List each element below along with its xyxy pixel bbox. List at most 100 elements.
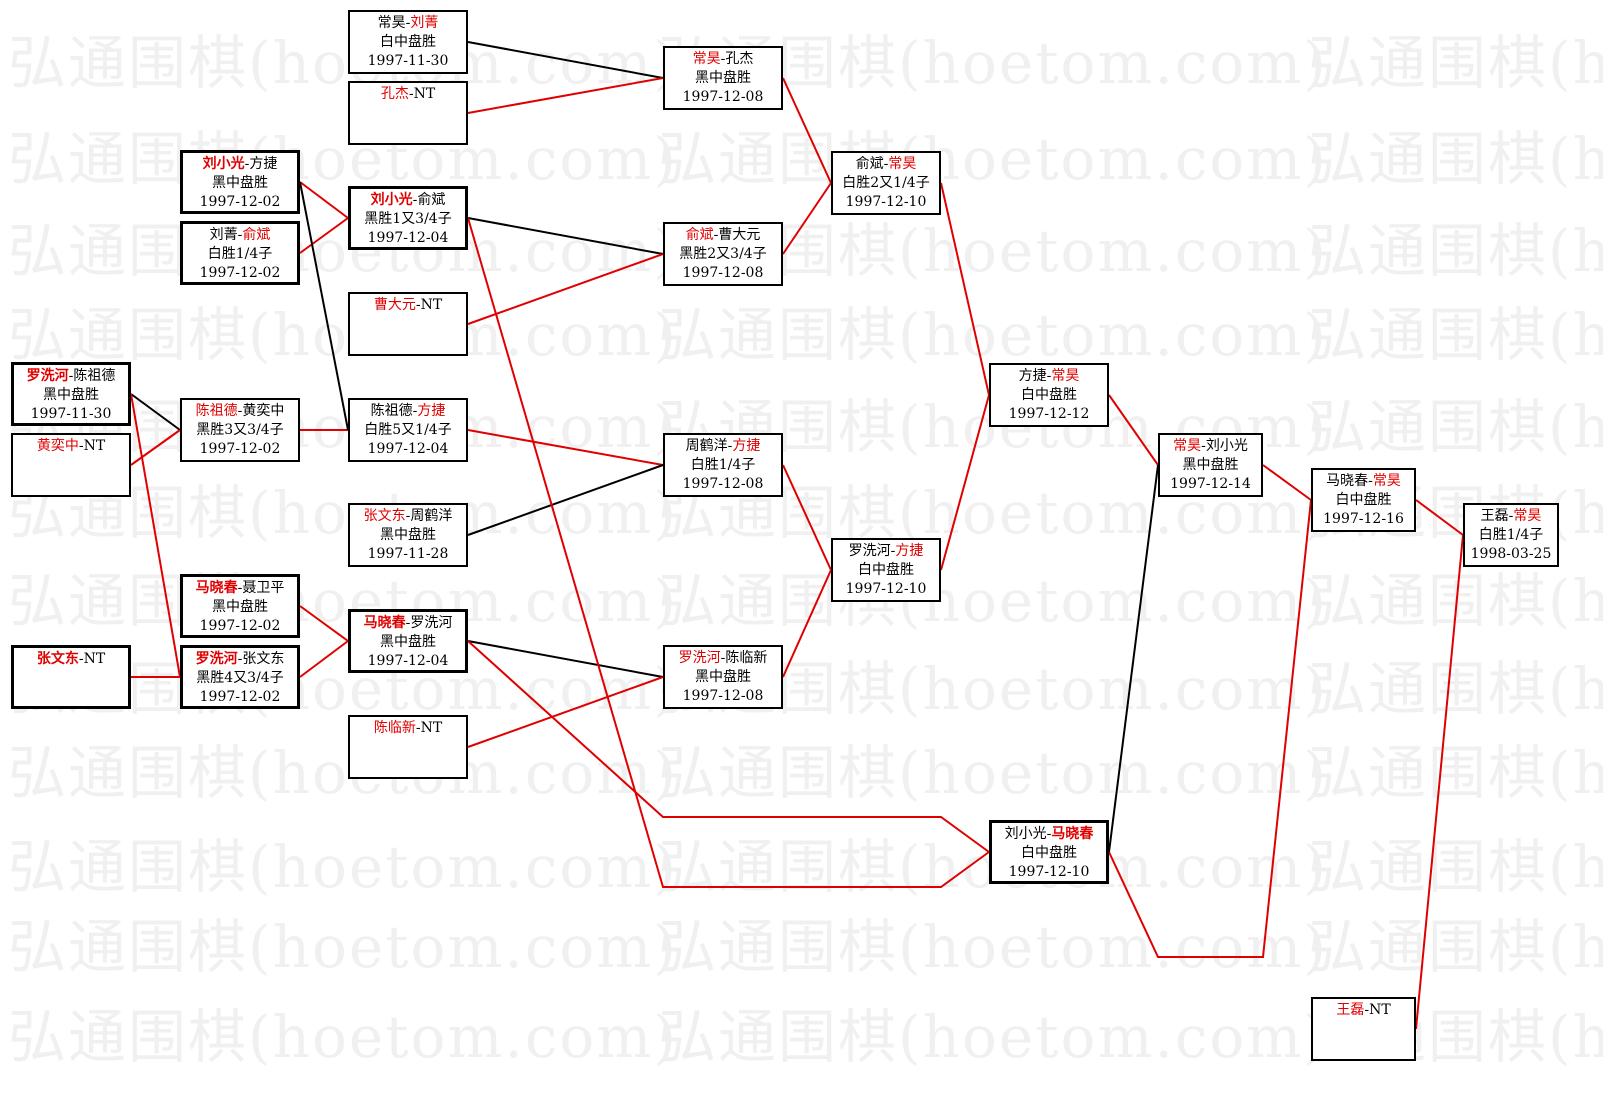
match-players: 常昊-刘小光	[1160, 437, 1261, 456]
watermark-text: 弘通围棋(hoetom.com)	[8, 567, 678, 635]
vs-separator: -	[405, 15, 411, 31]
player-white: 常昊	[1372, 473, 1401, 489]
watermark-text: 弘通围棋(hoetom.com)	[658, 567, 1328, 635]
match-players: 罗洗河-陈临新	[665, 649, 781, 668]
vs-separator: -	[1368, 473, 1373, 489]
vs-separator: -	[1508, 508, 1514, 524]
player-black: 马晓春	[195, 580, 238, 596]
match-result: 白中盘胜	[858, 562, 914, 578]
match-result: 白中盘胜	[1021, 387, 1077, 403]
vs-separator: -	[68, 368, 74, 384]
match-players: 孔杰-NT	[350, 85, 466, 104]
match-date: 1997-12-10	[845, 194, 927, 210]
bracket-connector	[1108, 499, 1312, 958]
match-result: 白胜1/4子	[690, 457, 756, 473]
match-players: 张文东-NT	[14, 650, 128, 669]
bracket-connector	[467, 464, 664, 536]
player-white: 方捷	[417, 403, 446, 419]
match-players: 常昊-孔杰	[665, 50, 781, 69]
player-white: NT	[1369, 1002, 1391, 1018]
vs-separator: -	[890, 543, 896, 559]
match-players: 陈临新-NT	[350, 719, 466, 738]
match-result: 黑中盘胜	[380, 634, 436, 650]
player-black: 常昊	[1173, 438, 1202, 454]
match-date: 1997-12-02	[199, 689, 281, 705]
vs-separator: -	[408, 86, 414, 102]
vs-separator: -	[713, 227, 719, 243]
vs-separator: -	[78, 651, 84, 667]
player-black: 马晓春	[363, 615, 406, 631]
match-date: 1997-11-30	[30, 406, 112, 422]
vs-separator: -	[1364, 1002, 1370, 1018]
bracket-connector	[467, 77, 664, 114]
match-date: 1997-12-02	[199, 265, 281, 281]
match-players: 黄奕中-NT	[13, 437, 129, 456]
player-white: 俞斌	[242, 227, 271, 243]
match-result: 黑胜3又3/4子	[196, 422, 284, 438]
match-date: 1997-12-02	[199, 618, 281, 634]
player-black: 陈临新	[373, 720, 416, 736]
player-white: 周鹤洋	[410, 508, 453, 524]
bracket-connector	[467, 253, 664, 325]
match-players: 陈祖德-黄奕中	[182, 402, 298, 421]
vs-separator: -	[405, 508, 411, 524]
bracket-connector	[467, 429, 664, 466]
player-black: 黄奕中	[36, 438, 79, 454]
player-white: NT	[420, 297, 443, 313]
match-date: 1997-11-28	[367, 546, 449, 562]
match-date: 1997-12-08	[682, 476, 764, 492]
player-white: 张文东	[242, 651, 285, 667]
match-box: 孔杰-NT	[348, 81, 468, 145]
match-date: 1997-12-16	[1323, 511, 1404, 527]
match-date: 1997-12-14	[1170, 476, 1251, 492]
match-date: 1997-12-12	[1008, 406, 1090, 422]
match-box: 王磊-NT	[1311, 997, 1416, 1061]
match-box: 黄奕中-NT	[11, 433, 131, 497]
player-black: 方捷	[1018, 368, 1047, 384]
watermark-text: 弘通围棋(hoetom.com)	[8, 301, 678, 369]
match-box: 张文东-NT	[11, 645, 131, 709]
bracket-connector	[940, 394, 990, 571]
match-players: 马晓春-聂卫平	[183, 579, 297, 598]
player-white: 方捷	[895, 543, 924, 559]
bracket-connector	[467, 217, 990, 888]
match-players: 王磊-常昊	[1465, 507, 1557, 526]
match-result: 白胜1/4子	[207, 246, 273, 262]
vs-separator: -	[237, 227, 243, 243]
watermark-text: 弘通围棋(hoetom.com)	[1308, 833, 1603, 901]
player-black: 孔杰	[380, 86, 409, 102]
player-black: 罗洗河	[195, 651, 238, 667]
match-players: 方捷-常昊	[991, 367, 1107, 386]
player-white: 俞斌	[417, 192, 446, 208]
match-result: 白中盘胜	[1021, 845, 1077, 861]
match-box: 方捷-常昊白中盘胜 1997-12-12	[989, 363, 1109, 427]
player-white: 曹大元	[718, 227, 761, 243]
player-black: 刘小光	[370, 192, 413, 208]
match-players: 马晓春-罗洗河	[351, 614, 465, 633]
player-black: 陈祖德	[195, 403, 238, 419]
bracket-connector	[130, 429, 181, 466]
vs-separator: -	[1201, 438, 1206, 454]
watermark-text: 弘通围棋(hoetom.com)	[8, 833, 678, 901]
match-players: 罗洗河-方捷	[833, 542, 939, 561]
player-black: 刘小光	[202, 156, 245, 172]
player-white: 常昊	[1051, 368, 1080, 384]
player-black: 常昊	[692, 51, 721, 67]
bracket-connector	[782, 464, 832, 571]
player-white: 马晓春	[1051, 826, 1094, 842]
match-players: 陈祖德-方捷	[350, 402, 466, 421]
vs-separator: -	[405, 615, 411, 631]
player-white: NT	[83, 651, 106, 667]
watermark-text: 弘通围棋(hoetom.com)	[8, 739, 678, 807]
watermark-text: 弘通围棋(hoetom.com)	[8, 125, 678, 193]
player-white: NT	[420, 720, 443, 736]
match-result: 黑胜1又3/4子	[364, 211, 452, 227]
